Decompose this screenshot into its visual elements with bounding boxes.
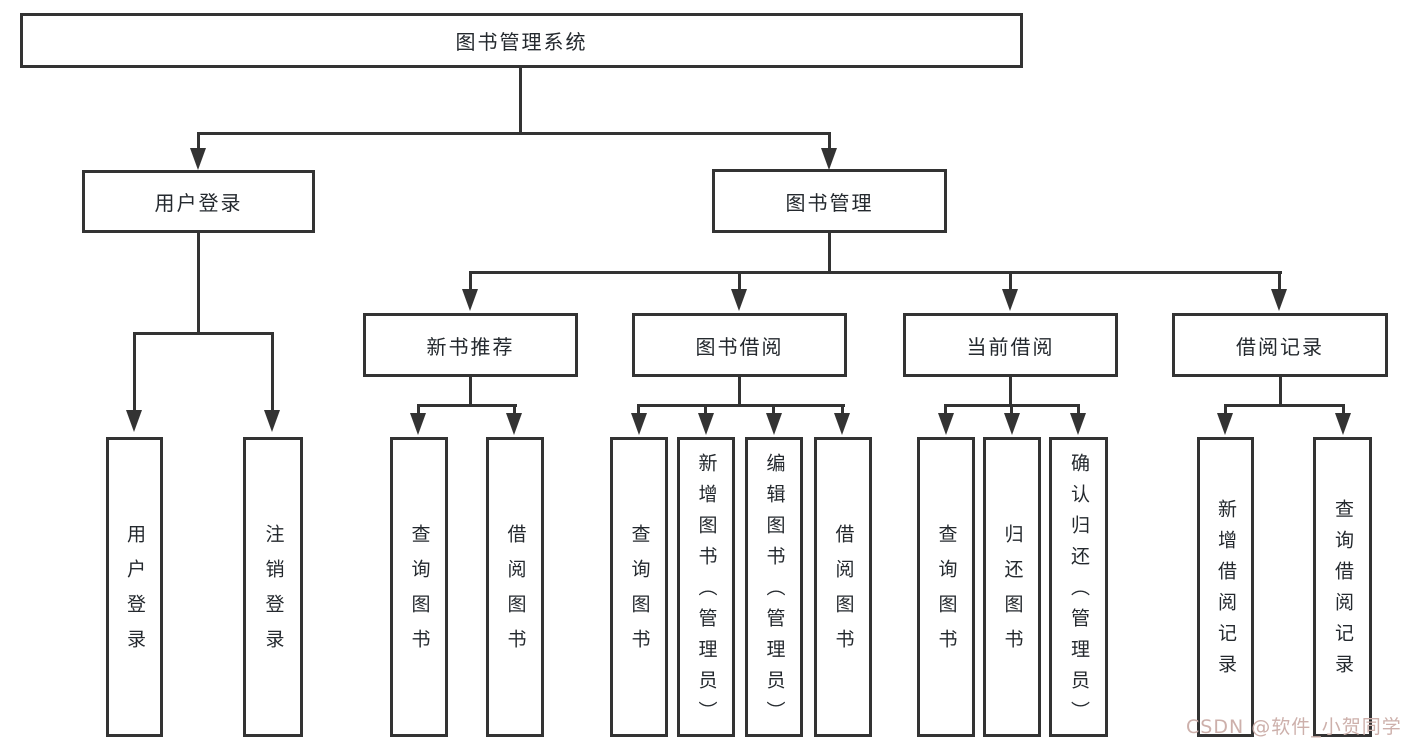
- node-new-book-recommend: 新书推荐: [363, 313, 578, 377]
- connector-user-login-horizontal: [133, 332, 274, 335]
- arrowhead-new-book-recommend: [462, 289, 478, 311]
- leaf-cb-confirm-return-admin: 确认归还（管理员）: [1049, 437, 1108, 737]
- leaf-cb-return-books: 归还图书: [983, 437, 1041, 737]
- leaf-logout: 注销登录: [243, 437, 303, 737]
- connector-bb-borrow-drop: [841, 404, 844, 415]
- arrowhead-current-borrow: [1002, 289, 1018, 311]
- connector-borrow-records-drop: [1278, 271, 1281, 291]
- connector-book-management-stem: [828, 233, 831, 274]
- arrowhead-nbr-borrow-books: [506, 413, 522, 435]
- connector-nbr-query-drop: [417, 404, 420, 415]
- arrowhead-nbr-query-books: [410, 413, 426, 435]
- connector-book-management-horizontal: [469, 271, 1282, 274]
- leaf-bb-add-books-admin: 新增图书（管理员）: [677, 437, 735, 737]
- connector-cb-query-drop: [944, 404, 947, 415]
- arrowhead-user-login: [190, 148, 206, 170]
- connector-book-borrow-drop: [738, 271, 741, 291]
- connector-user-login-drop: [197, 132, 200, 152]
- connector-root-stem: [519, 68, 522, 134]
- leaf-user-login: 用户登录: [106, 437, 163, 737]
- connector-book-management-drop: [828, 132, 831, 152]
- leaf-nbr-borrow-books: 借阅图书: [486, 437, 544, 737]
- connector-user-login-stem: [197, 233, 200, 334]
- leaf-nbr-query-books: 查询图书: [390, 437, 448, 737]
- arrowhead-br-add-record: [1217, 413, 1233, 435]
- arrowhead-cb-query-books: [938, 413, 954, 435]
- connector-cb-return-drop: [1010, 404, 1013, 415]
- arrowhead-cb-confirm-return: [1070, 413, 1086, 435]
- connector-bb-edit-drop: [772, 404, 775, 415]
- node-user-login: 用户登录: [82, 170, 315, 233]
- node-root: 图书管理系统: [20, 13, 1023, 68]
- leaf-bb-query-books: 查询图书: [610, 437, 668, 737]
- connector-new-book-horizontal: [417, 404, 517, 407]
- connector-bb-add-drop: [704, 404, 707, 415]
- leaf-bb-edit-books-admin: 编辑图书（管理员）: [745, 437, 803, 737]
- arrowhead-bb-edit-books: [766, 413, 782, 435]
- node-book-management: 图书管理: [712, 169, 947, 233]
- arrowhead-borrow-records: [1271, 289, 1287, 311]
- arrowhead-bb-borrow-books: [834, 413, 850, 435]
- arrowhead-bb-add-books: [698, 413, 714, 435]
- arrowhead-leaf-login: [126, 410, 142, 432]
- connector-cb-confirm-drop: [1077, 404, 1080, 415]
- leaf-cb-query-books: 查询图书: [917, 437, 975, 737]
- connector-current-borrow-stem: [1009, 377, 1012, 406]
- connector-nbr-borrow-drop: [513, 404, 516, 415]
- arrowhead-bb-query-books: [631, 413, 647, 435]
- arrowhead-br-query-record: [1335, 413, 1351, 435]
- connector-leaf-login-drop: [133, 332, 136, 412]
- connector-root-horizontal: [197, 132, 831, 135]
- arrowhead-book-borrow: [731, 289, 747, 311]
- connector-br-add-drop: [1224, 404, 1227, 415]
- leaf-bb-borrow-books: 借阅图书: [814, 437, 872, 737]
- node-current-borrow: 当前借阅: [903, 313, 1118, 377]
- node-borrow-records: 借阅记录: [1172, 313, 1388, 377]
- leaf-br-add-borrow-record: 新增借阅记录: [1197, 437, 1254, 737]
- connector-borrow-records-horizontal: [1224, 404, 1345, 407]
- node-book-borrow: 图书借阅: [632, 313, 847, 377]
- connector-borrow-records-stem: [1279, 377, 1282, 406]
- connector-new-book-drop: [469, 271, 472, 291]
- connector-book-borrow-stem: [738, 377, 741, 406]
- arrowhead-leaf-logout: [264, 410, 280, 432]
- connector-leaf-logout-drop: [271, 332, 274, 412]
- connector-new-book-stem: [469, 377, 472, 406]
- connector-current-borrow-drop: [1009, 271, 1012, 291]
- arrowhead-cb-return-books: [1004, 413, 1020, 435]
- connector-br-query-drop: [1342, 404, 1345, 415]
- arrowhead-book-management: [821, 148, 837, 170]
- connector-book-borrow-horizontal: [637, 404, 845, 407]
- csdn-watermark: CSDN @软件_小贺同学: [1186, 716, 1402, 738]
- leaf-br-query-borrow-record: 查询借阅记录: [1313, 437, 1372, 737]
- connector-bb-query-drop: [637, 404, 640, 415]
